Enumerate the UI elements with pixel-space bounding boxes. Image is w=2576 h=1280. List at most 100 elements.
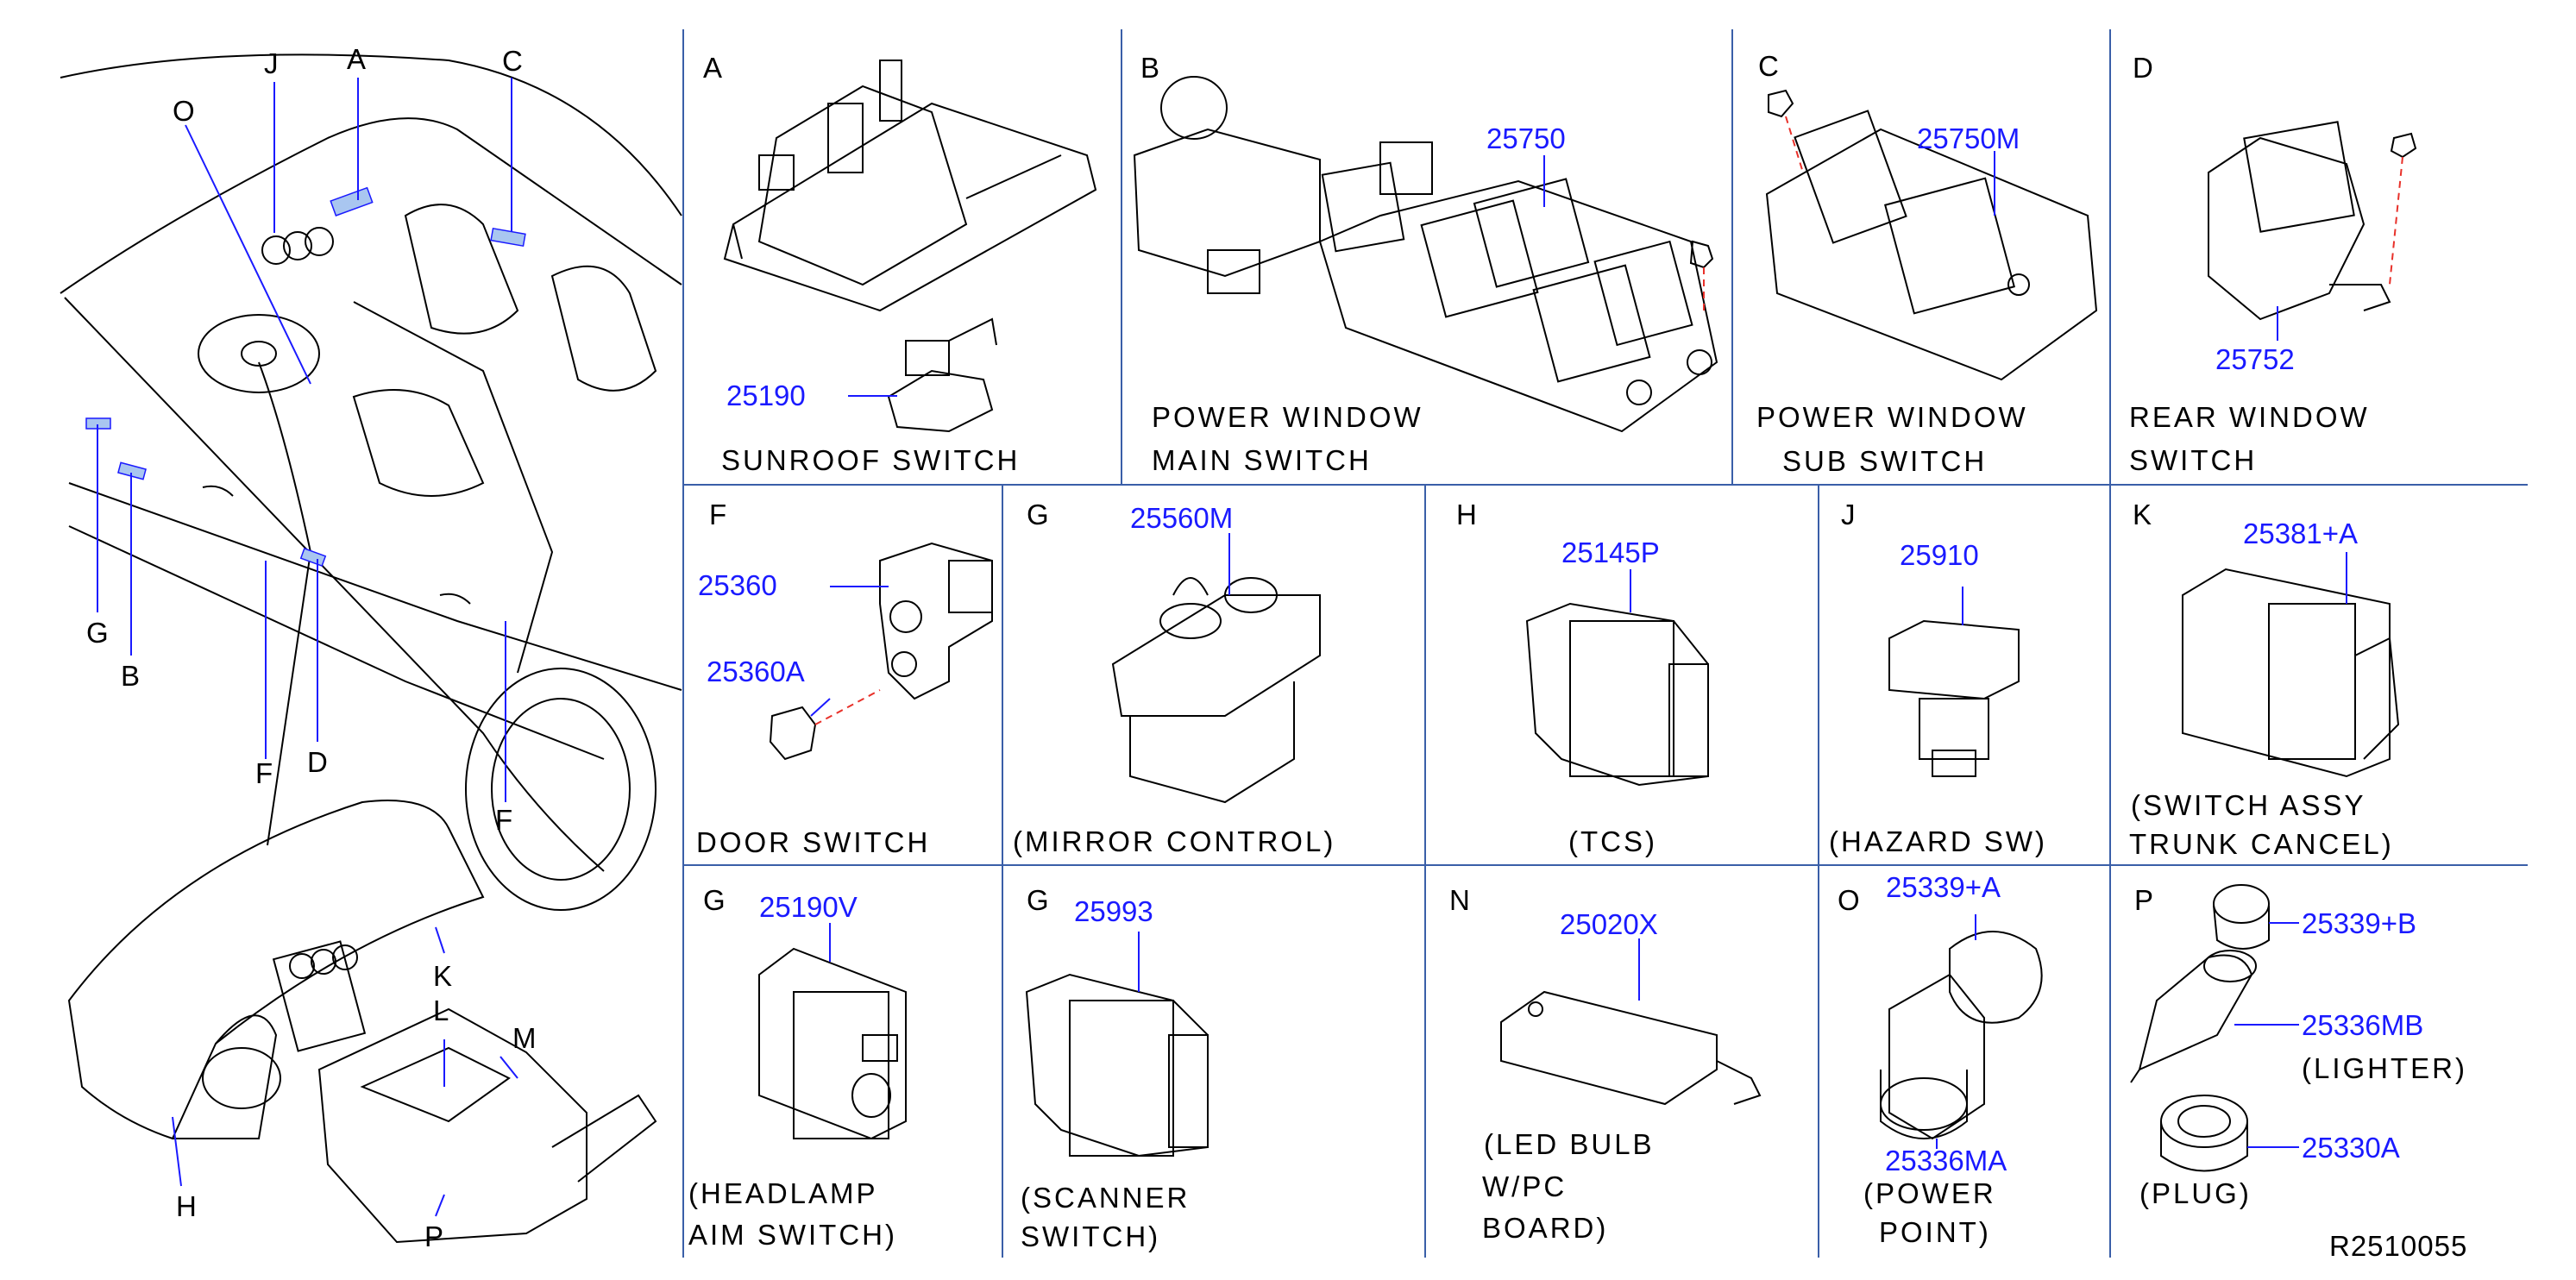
part-number-25330a: 25330A — [2302, 1132, 2400, 1164]
part-number-25381a: 25381+A — [2243, 518, 2358, 549]
desc-line-2: POINT) — [1879, 1216, 1991, 1248]
overview-label-o: O — [173, 95, 196, 127]
overview-label-j: J — [264, 47, 280, 79]
part-number-25750m: 25750M — [1917, 122, 2020, 154]
rear-window-switch-drawing — [2208, 121, 2417, 321]
cell-c: C 25750M POWER WINDOW SUB SWITCH — [1756, 50, 2098, 477]
cell-k: K 25381+A (SWITCH ASSY TRUNK CANCEL) — [2129, 499, 2400, 860]
part-number-25336mb: 25336MB — [2302, 1009, 2423, 1041]
part-number-25910: 25910 — [1900, 539, 1979, 571]
overview-label-g: G — [86, 617, 110, 649]
overview-labels: J A C O G B F D F K L M H P — [86, 43, 537, 1252]
part-number-25339b: 25339+B — [2302, 907, 2416, 939]
cell-letter: G — [703, 884, 726, 916]
cell-letter: P — [2134, 884, 2154, 916]
hazard-switch-drawing — [1888, 619, 2020, 777]
desc-line-1: REAR WINDOW — [2129, 401, 2370, 433]
desc-line-2: TRUNK CANCEL) — [2129, 828, 2394, 860]
part-number-25020x: 25020X — [1560, 908, 1658, 940]
cell-g-headlamp: G 25190V (HEADLAMP AIM SWITCH) — [688, 884, 907, 1251]
plug-drawing — [2160, 1095, 2248, 1172]
desc-line-1: (SCANNER — [1021, 1182, 1190, 1214]
desc-line-1: POWER WINDOW — [1152, 401, 1423, 433]
cell-letter: G — [1027, 499, 1050, 530]
desc-line-2: SUB SWITCH — [1782, 445, 1987, 477]
overview-label-h: H — [176, 1190, 198, 1222]
part-number-25145p: 25145P — [1561, 536, 1660, 568]
cell-letter: H — [1456, 499, 1478, 530]
part-number-25993: 25993 — [1074, 895, 1153, 927]
desc-line-2: AIM SWITCH) — [688, 1219, 897, 1251]
power-window-sub-switch-drawing — [1765, 89, 2098, 381]
desc-line-1: (LED BULB — [1484, 1128, 1655, 1160]
cell-letter: J — [1841, 499, 1857, 530]
part-number-25339a: 25339+A — [1886, 871, 2001, 903]
cell-b: B 25750 POWER WINDOW MAIN SWITCH — [1133, 52, 1718, 476]
desc-line-2: W/PC — [1482, 1170, 1567, 1202]
desc-line-1: (POWER — [1863, 1177, 1996, 1209]
desc-line-1: (TCS) — [1568, 825, 1657, 857]
part-number-25750: 25750 — [1486, 122, 1566, 154]
led-bulb-board-drawing — [1500, 990, 1762, 1106]
overview-label-f2: F — [495, 804, 513, 836]
cell-n: N 25020X (LED BULB W/PC BOARD) — [1449, 884, 1762, 1244]
desc-line-1: (HEADLAMP — [688, 1177, 878, 1209]
desc-line-2: (PLUG) — [2139, 1177, 2252, 1209]
trunk-cancel-switch-drawing — [2182, 568, 2400, 778]
overview-label-f: F — [255, 757, 273, 789]
power-point-drawing — [1880, 931, 2043, 1140]
overview-label-b: B — [121, 660, 141, 692]
desc-line-2: MAIN SWITCH — [1152, 444, 1372, 476]
cell-letter: K — [2133, 499, 2152, 530]
mirror-control-drawing — [1111, 577, 1321, 804]
desc-line-1: SUNROOF SWITCH — [721, 444, 1020, 476]
cell-d: D 25752 REAR WINDOW SWITCH — [2129, 52, 2417, 476]
cell-p: P 25339+B 25336MB (LIGHTER) 25330A (PLUG… — [2130, 884, 2467, 1209]
desc-line-1: (LIGHTER) — [2302, 1052, 2467, 1084]
cell-letter: B — [1140, 52, 1160, 84]
cell-a: A 25190 SUNROOF SWITCH — [703, 52, 1097, 476]
desc-line-2: SWITCH) — [1021, 1220, 1160, 1252]
part-number-25190v: 25190V — [759, 891, 858, 923]
tcs-switch-drawing — [1525, 602, 1709, 787]
cell-h: H 25145P (TCS) — [1456, 499, 1709, 857]
cell-letter: G — [1027, 884, 1050, 916]
part-number-25360a: 25360A — [707, 656, 805, 687]
desc-line-1: (HAZARD SW) — [1829, 825, 2047, 857]
desc-line-1: (MIRROR CONTROL) — [1013, 825, 1335, 857]
cell-g-mirror: G 25560M (MIRROR CONTROL) — [1013, 499, 1335, 857]
cell-letter: D — [2133, 52, 2154, 84]
door-switch-drawing — [769, 542, 993, 761]
cell-letter: N — [1449, 884, 1471, 916]
overview-label-k: K — [433, 960, 453, 992]
sunroof-switch-drawing — [887, 317, 997, 433]
reference-code: R2510055 — [2329, 1230, 2467, 1262]
cell-f: F 25360 25360A DOOR SWITCH — [696, 499, 993, 858]
sunroof-console-drawing — [723, 60, 1097, 312]
headlamp-aim-switch-drawing — [758, 947, 907, 1140]
part-number-25190: 25190 — [726, 380, 806, 411]
cell-letter: C — [1758, 50, 1780, 82]
cell-letter: A — [703, 52, 723, 84]
desc-line-1: (SWITCH ASSY — [2131, 789, 2366, 821]
lighter-drawing — [2130, 884, 2270, 1083]
scanner-switch-drawing — [1025, 973, 1209, 1158]
overview-label-p: P — [424, 1220, 444, 1252]
part-number-25336ma: 25336MA — [1885, 1145, 2007, 1176]
overview-leader-lines — [97, 78, 518, 1217]
cell-o: O 25339+A 25336MA (POWER POINT) — [1838, 871, 2043, 1248]
desc-line-1: DOOR SWITCH — [696, 826, 930, 858]
overview-label-a: A — [347, 43, 367, 75]
overview-label-c: C — [502, 45, 524, 77]
part-number-25752: 25752 — [2215, 343, 2295, 375]
overview-label-m: M — [512, 1022, 537, 1054]
power-window-main-switch-drawing — [1133, 76, 1718, 433]
desc-line-3: BOARD) — [1482, 1212, 1608, 1244]
overview-label-d: D — [307, 746, 329, 778]
grid-lines — [682, 29, 2528, 1258]
cell-j: J 25910 (HAZARD SW) — [1829, 499, 2047, 857]
desc-line-1: POWER WINDOW — [1756, 401, 2028, 433]
cell-g-scanner: G 25993 (SCANNER SWITCH) — [1021, 884, 1209, 1252]
vehicle-overview-drawing — [60, 53, 682, 1244]
